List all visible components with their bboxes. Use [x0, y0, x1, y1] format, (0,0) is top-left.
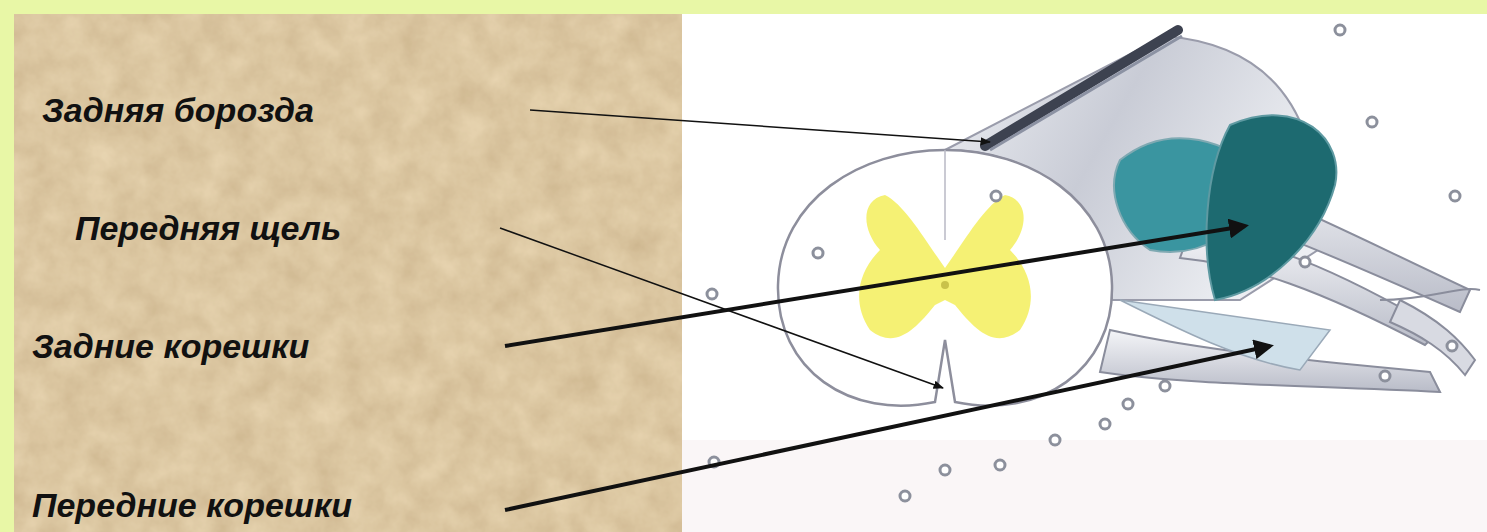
marker-dots: [707, 25, 1460, 501]
cord-cross-section: [778, 150, 1112, 406]
parchment-ground: [14, 14, 1487, 532]
posterior-sulcus-line: [985, 30, 1178, 146]
picture-ground: [682, 14, 1487, 532]
part-label: Задние корешки: [32, 326, 309, 367]
part-label: Задняя борозда: [42, 90, 314, 131]
leader-lines: [500, 110, 1270, 510]
part-label: Передние корешки: [32, 485, 352, 526]
part-label: Передняя щель: [75, 208, 341, 249]
